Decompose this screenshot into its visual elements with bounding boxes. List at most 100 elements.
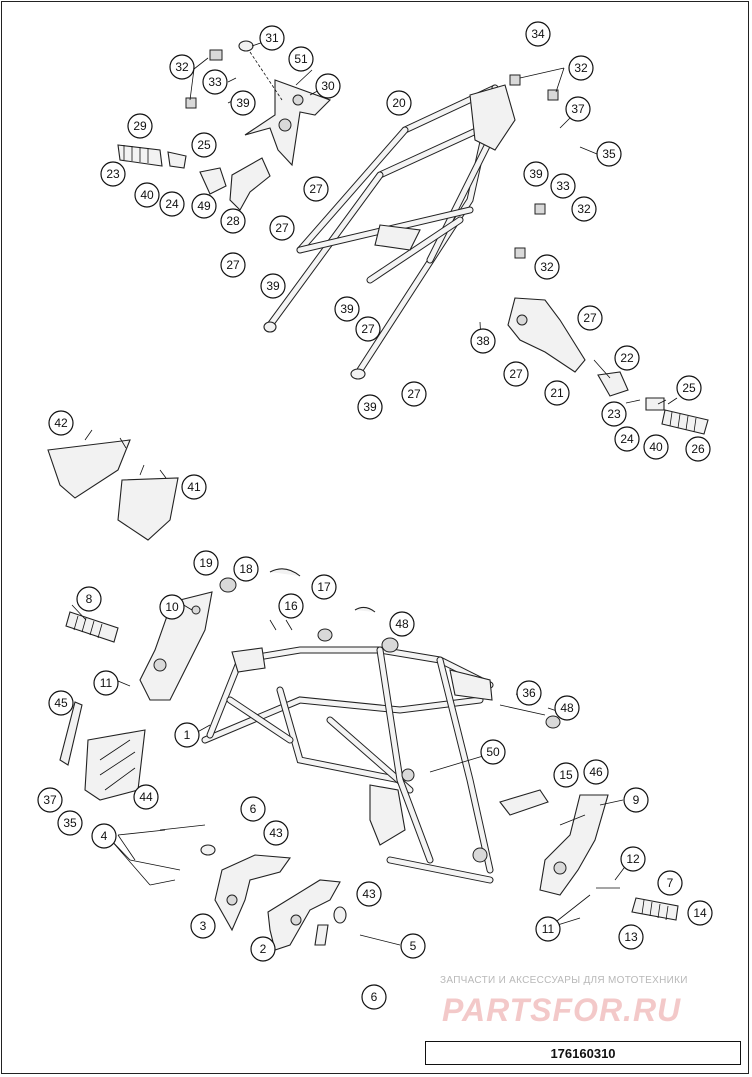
svg-text:49: 49 xyxy=(197,199,211,213)
svg-text:31: 31 xyxy=(265,31,279,45)
svg-text:3: 3 xyxy=(200,919,207,933)
callout-27: 27 xyxy=(577,305,603,331)
callout-21: 21 xyxy=(544,380,570,406)
callout-24: 24 xyxy=(614,426,640,452)
svg-text:9: 9 xyxy=(633,793,640,807)
callout-27: 27 xyxy=(401,381,427,407)
svg-text:43: 43 xyxy=(269,826,283,840)
callout-42: 42 xyxy=(48,410,74,436)
callout-3: 3 xyxy=(190,913,216,939)
svg-text:32: 32 xyxy=(577,202,591,216)
svg-text:27: 27 xyxy=(583,311,597,325)
left-footrest-drawing xyxy=(59,591,213,801)
callout-41: 41 xyxy=(181,474,207,500)
callout-24: 24 xyxy=(159,191,185,217)
svg-text:33: 33 xyxy=(208,75,222,89)
callout-40: 40 xyxy=(134,182,160,208)
callout-37: 37 xyxy=(565,96,591,122)
callout-39: 39 xyxy=(230,90,256,116)
svg-text:39: 39 xyxy=(340,302,354,316)
callout-28: 28 xyxy=(220,208,246,234)
callout-32: 32 xyxy=(534,254,560,280)
watermark-caption: ЗАПЧАСТИ И АКСЕССУАРЫ ДЛЯ МОТОТЕХНИКИ xyxy=(440,975,688,986)
callout-30: 30 xyxy=(315,73,341,99)
callout-15: 15 xyxy=(553,762,579,788)
svg-text:46: 46 xyxy=(589,765,603,779)
callout-23: 23 xyxy=(100,161,126,187)
callout-27: 27 xyxy=(503,361,529,387)
svg-text:20: 20 xyxy=(392,96,406,110)
hardware-drawing xyxy=(129,49,620,946)
svg-text:12: 12 xyxy=(626,852,640,866)
callout-27: 27 xyxy=(355,316,381,342)
watermark-brand: PARTSFOR.RU xyxy=(442,992,682,1028)
svg-text:28: 28 xyxy=(226,214,240,228)
callout-20: 20 xyxy=(386,90,412,116)
callout-44: 44 xyxy=(133,784,159,810)
callout-17: 17 xyxy=(311,574,337,600)
svg-text:27: 27 xyxy=(361,322,375,336)
svg-text:26: 26 xyxy=(691,442,705,456)
callout-16: 16 xyxy=(278,593,304,619)
passenger-bracket-right-drawing xyxy=(507,297,709,435)
svg-text:13: 13 xyxy=(624,930,638,944)
svg-text:17: 17 xyxy=(317,580,331,594)
callout-19: 19 xyxy=(193,550,219,576)
callout-51: 51 xyxy=(288,46,314,72)
svg-text:25: 25 xyxy=(682,381,696,395)
svg-text:19: 19 xyxy=(199,556,213,570)
svg-text:6: 6 xyxy=(250,802,257,816)
callout-40: 40 xyxy=(643,434,669,460)
callout-27: 27 xyxy=(269,215,295,241)
svg-text:30: 30 xyxy=(321,79,335,93)
svg-text:48: 48 xyxy=(560,701,574,715)
svg-text:40: 40 xyxy=(140,188,154,202)
callout-48: 48 xyxy=(389,611,415,637)
callout-45: 45 xyxy=(48,690,74,716)
svg-text:23: 23 xyxy=(607,407,621,421)
callout-25: 25 xyxy=(676,375,702,401)
svg-text:34: 34 xyxy=(531,27,545,41)
svg-text:11: 11 xyxy=(542,922,555,936)
callout-43: 43 xyxy=(263,820,289,846)
svg-text:40: 40 xyxy=(649,440,663,454)
svg-text:50: 50 xyxy=(486,745,500,759)
callout-33: 33 xyxy=(202,69,228,95)
callout-18: 18 xyxy=(233,556,259,582)
callout-29: 29 xyxy=(127,113,153,139)
svg-text:16: 16 xyxy=(284,599,298,613)
svg-text:18: 18 xyxy=(239,562,253,576)
callout-48: 48 xyxy=(554,695,580,721)
callout-1: 1 xyxy=(174,722,200,748)
svg-text:29: 29 xyxy=(133,119,147,133)
rear-subframe-drawing xyxy=(263,84,516,380)
svg-text:36: 36 xyxy=(522,686,536,700)
svg-text:41: 41 xyxy=(187,480,201,494)
svg-text:39: 39 xyxy=(529,167,543,181)
svg-text:42: 42 xyxy=(54,416,68,430)
callout-32: 32 xyxy=(571,196,597,222)
callout-27: 27 xyxy=(303,176,329,202)
svg-text:23: 23 xyxy=(106,167,120,181)
svg-text:1: 1 xyxy=(184,728,191,742)
svg-text:38: 38 xyxy=(476,334,490,348)
svg-text:27: 27 xyxy=(407,387,421,401)
callout-22: 22 xyxy=(614,345,640,371)
callout-33: 33 xyxy=(550,173,576,199)
callout-7: 7 xyxy=(657,870,683,896)
callout-25: 25 xyxy=(191,132,217,158)
svg-text:39: 39 xyxy=(236,96,250,110)
callout-38: 38 xyxy=(470,328,496,354)
callout-5: 5 xyxy=(400,933,426,959)
callout-26: 26 xyxy=(685,436,711,462)
callout-11: 11 xyxy=(93,670,119,696)
callout-35: 35 xyxy=(57,810,83,836)
svg-text:37: 37 xyxy=(43,793,57,807)
svg-text:48: 48 xyxy=(395,617,409,631)
side-covers-drawing xyxy=(47,429,179,541)
svg-text:8: 8 xyxy=(86,592,93,606)
svg-text:11: 11 xyxy=(100,676,113,690)
svg-text:4: 4 xyxy=(101,829,108,843)
svg-text:6: 6 xyxy=(371,990,378,1004)
